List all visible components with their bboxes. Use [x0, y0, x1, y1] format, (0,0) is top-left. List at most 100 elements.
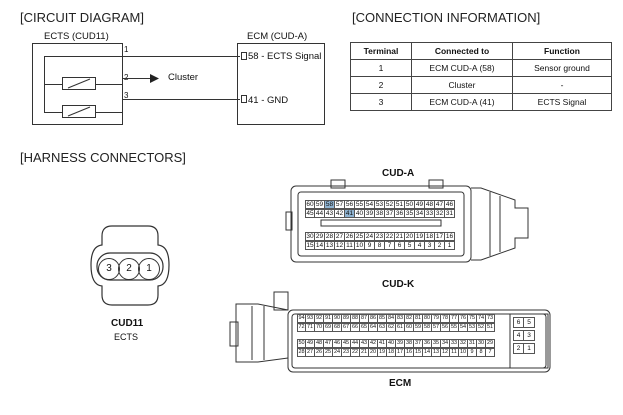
ecm-pin: 43	[360, 339, 369, 348]
ecm-pin: 40	[387, 339, 396, 348]
ecm-pin: 36	[423, 339, 432, 348]
cuda-pin: 16	[445, 232, 455, 241]
ects-wire-2-int	[96, 84, 123, 85]
cuda-pin: 39	[365, 209, 375, 218]
ecm-pin: 54	[459, 323, 468, 332]
cuda-pin: 52	[385, 200, 395, 209]
cuda-pin: 38	[375, 209, 385, 218]
cuda-pin: 13	[325, 241, 335, 250]
cud11-name: CUD11	[111, 318, 144, 329]
cuda-pin: 34	[415, 209, 425, 218]
ecm-pin: 80	[423, 314, 432, 323]
connection-info-title: [CONNECTION INFORMATION]	[352, 10, 541, 25]
wire-pin3-to-41	[123, 99, 240, 100]
ecm-pin: 65	[360, 323, 369, 332]
ecm-pin: 31	[468, 339, 477, 348]
ecm-pin: 34	[441, 339, 450, 348]
thermistor-icon	[62, 105, 96, 118]
cuda-name: CUD-A	[382, 168, 415, 179]
pin-3-label: 3	[124, 91, 129, 100]
ecm-pin: 27	[306, 348, 315, 357]
table-cell: ECM CUD-A (58)	[411, 59, 513, 77]
ecm-pin: 25	[324, 348, 333, 357]
ects-label: ECTS (CUD11)	[44, 31, 109, 42]
cuda-pin: 15	[305, 241, 315, 250]
ecm-pin: 28	[297, 348, 306, 357]
ecm-pin: 73	[486, 314, 495, 323]
ecm-pin: 23	[342, 348, 351, 357]
cuda-pin: 20	[405, 232, 415, 241]
ecm-pin: 58	[423, 323, 432, 332]
ecm-pin: 21	[360, 348, 369, 357]
ecm-pin: 61	[396, 323, 405, 332]
ecm-pin: 92	[315, 314, 324, 323]
ecm-pin: 45	[342, 339, 351, 348]
thermistor-icon	[62, 77, 96, 90]
ecm-pin: 8	[477, 348, 486, 357]
ecm-pin: 57	[432, 323, 441, 332]
ecm-pin: 46	[333, 339, 342, 348]
cuda-pin: 31	[445, 209, 455, 218]
ecm-side-pin: 3	[524, 330, 535, 341]
ecm-pin: 13	[432, 348, 441, 357]
cud11-pin-2: 2	[118, 258, 140, 280]
cuda-pin: 51	[395, 200, 405, 209]
cuda-pin: 53	[375, 200, 385, 209]
ecm-pin: 11	[450, 348, 459, 357]
ecm-pin: 48	[315, 339, 324, 348]
ecm-pin: 67	[342, 323, 351, 332]
table-row: 1 ECM CUD-A (58) Sensor ground	[350, 59, 612, 77]
ecm-pin-58-label: 58 - ECTS Signal	[248, 51, 322, 62]
table-cell: -	[512, 76, 612, 94]
cuda-pin: 54	[365, 200, 375, 209]
cuda-pin: 50	[405, 200, 415, 209]
ecm-pin: 72	[297, 323, 306, 332]
cuda-pin: 40	[355, 209, 365, 218]
ecm-pin: 42	[369, 339, 378, 348]
ecm-box	[237, 43, 325, 125]
ecm-pin: 83	[396, 314, 405, 323]
ecm-pin: 84	[387, 314, 396, 323]
ecm-pin: 15	[414, 348, 423, 357]
table-header-terminal: Terminal	[350, 42, 412, 60]
cuda-pin: 17	[435, 232, 445, 241]
ecm-pin: 14	[423, 348, 432, 357]
table-cell: 3	[350, 93, 412, 111]
ecm-pin: 50	[297, 339, 306, 348]
cuda-pin: 25	[355, 232, 365, 241]
ecm-pin: 85	[378, 314, 387, 323]
ecm-side-pin: 4	[513, 330, 524, 341]
ecm-pin: 20	[369, 348, 378, 357]
ecm-pin: 39	[396, 339, 405, 348]
ecm-pin: 81	[414, 314, 423, 323]
ects-wire-3-int	[96, 112, 123, 113]
cuda-pin: 57	[335, 200, 345, 209]
ecm-pin: 30	[477, 339, 486, 348]
table-cell: 1	[350, 59, 412, 77]
ecm-pin-58-terminal	[241, 52, 247, 60]
table-cell: Sensor ground	[512, 59, 612, 77]
table-row: 2 Cluster -	[350, 76, 612, 94]
ecm-pin: 52	[477, 323, 486, 332]
cuda-pin: 19	[415, 232, 425, 241]
ecm-side-pin: 1	[524, 343, 535, 354]
ecm-pin: 63	[378, 323, 387, 332]
ecm-pin: 41	[378, 339, 387, 348]
cuda-pin: 58	[325, 200, 335, 209]
ecm-pin: 37	[414, 339, 423, 348]
cud11-pin-3: 3	[98, 258, 120, 280]
cuda-pin: 22	[385, 232, 395, 241]
cuda-pin: 43	[325, 209, 335, 218]
ecm-pin: 94	[297, 314, 306, 323]
circuit-diagram-title: [CIRCUIT DIAGRAM]	[20, 10, 144, 25]
ecm-pin: 62	[387, 323, 396, 332]
ecm-pin: 64	[369, 323, 378, 332]
ecm-pin-41-label: 41 - GND	[248, 95, 289, 106]
cuda-pin: 6	[395, 241, 405, 250]
ecm-pin: 9	[468, 348, 477, 357]
ecm-pin: 53	[468, 323, 477, 332]
cud11-desc: ECTS	[114, 332, 139, 342]
